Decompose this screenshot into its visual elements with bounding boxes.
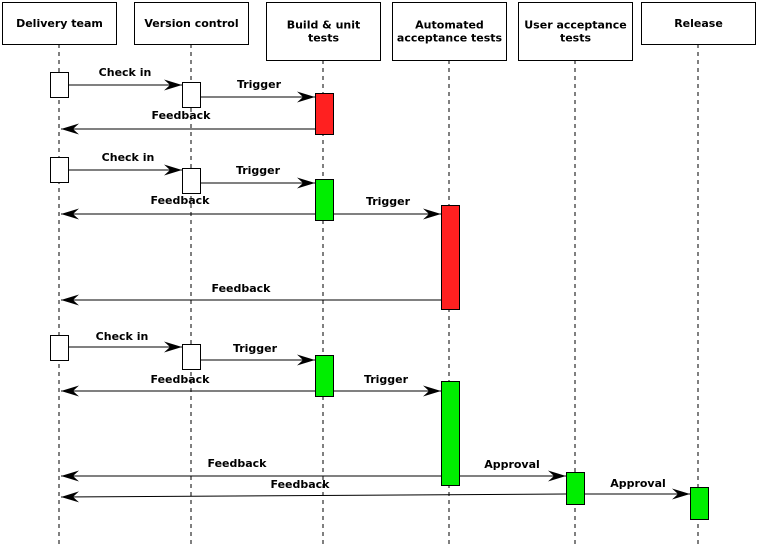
message-label: Trigger xyxy=(364,373,409,386)
activation-build-fail xyxy=(315,93,334,135)
message-arrowhead xyxy=(61,123,79,135)
message-label: Trigger xyxy=(236,164,281,177)
activation-uat-pass xyxy=(566,472,585,505)
message-arrowhead xyxy=(672,488,690,500)
message-label: Trigger xyxy=(366,195,411,208)
activation-vcs-neutral xyxy=(182,168,201,194)
message-line xyxy=(60,493,567,498)
message-arrowhead xyxy=(164,79,182,91)
participant-label-release: Release xyxy=(674,17,723,30)
message-label: Trigger xyxy=(233,342,278,355)
participant-label-aat: Automated xyxy=(415,19,484,32)
participant-box-aat xyxy=(392,2,507,61)
message-label: Check in xyxy=(102,151,155,164)
activation-delivery-neutral xyxy=(50,72,69,98)
message-label: Feedback xyxy=(151,373,211,386)
participant-label-delivery: Delivery team xyxy=(16,17,103,30)
message-label: Approval xyxy=(610,477,666,490)
message-label: Trigger xyxy=(237,78,282,91)
message-arrowhead xyxy=(548,470,566,482)
message-arrowhead xyxy=(61,385,79,397)
activation-vcs-neutral xyxy=(182,344,201,370)
message-label: Feedback xyxy=(151,194,211,207)
message-arrowhead xyxy=(164,164,182,176)
message-arrowhead xyxy=(61,294,79,306)
participant-label-uat: tests xyxy=(560,32,592,45)
participant-label-aat: acceptance tests xyxy=(397,32,503,45)
participant-label-vcs: Version control xyxy=(144,17,238,30)
message-label: Check in xyxy=(96,330,149,343)
activation-aat-fail xyxy=(441,205,460,310)
message-arrowhead xyxy=(164,341,182,353)
message-label: Feedback xyxy=(212,282,272,295)
participant-box-uat xyxy=(518,2,633,61)
message-arrowhead xyxy=(423,385,441,397)
message-arrowhead xyxy=(423,208,441,220)
message-arrowhead xyxy=(297,354,315,366)
activation-release-pass xyxy=(690,487,709,520)
activation-delivery-neutral xyxy=(50,157,69,183)
message-label: Feedback xyxy=(271,478,331,491)
message-label: Approval xyxy=(484,458,540,471)
participant-box-delivery xyxy=(2,2,117,45)
message-arrowhead xyxy=(61,470,79,482)
message-arrowhead xyxy=(61,491,80,503)
activation-build-pass xyxy=(315,355,334,397)
activation-build-pass xyxy=(315,179,334,221)
activation-aat-pass xyxy=(441,381,460,486)
activation-vcs-neutral xyxy=(182,82,201,108)
message-label: Feedback xyxy=(152,109,212,122)
participant-box-vcs xyxy=(134,2,249,45)
message-arrowhead xyxy=(61,208,79,220)
participant-box-release xyxy=(641,2,756,45)
participant-label-build: Build & unit xyxy=(287,19,361,32)
message-arrowhead xyxy=(297,91,315,103)
activation-delivery-neutral xyxy=(50,335,69,361)
participant-label-uat: User acceptance xyxy=(524,19,627,32)
participant-label-build: tests xyxy=(308,32,340,45)
message-label: Feedback xyxy=(208,457,268,470)
message-arrowhead xyxy=(297,177,315,189)
message-label: Check in xyxy=(99,66,152,79)
participant-box-build xyxy=(266,2,381,61)
